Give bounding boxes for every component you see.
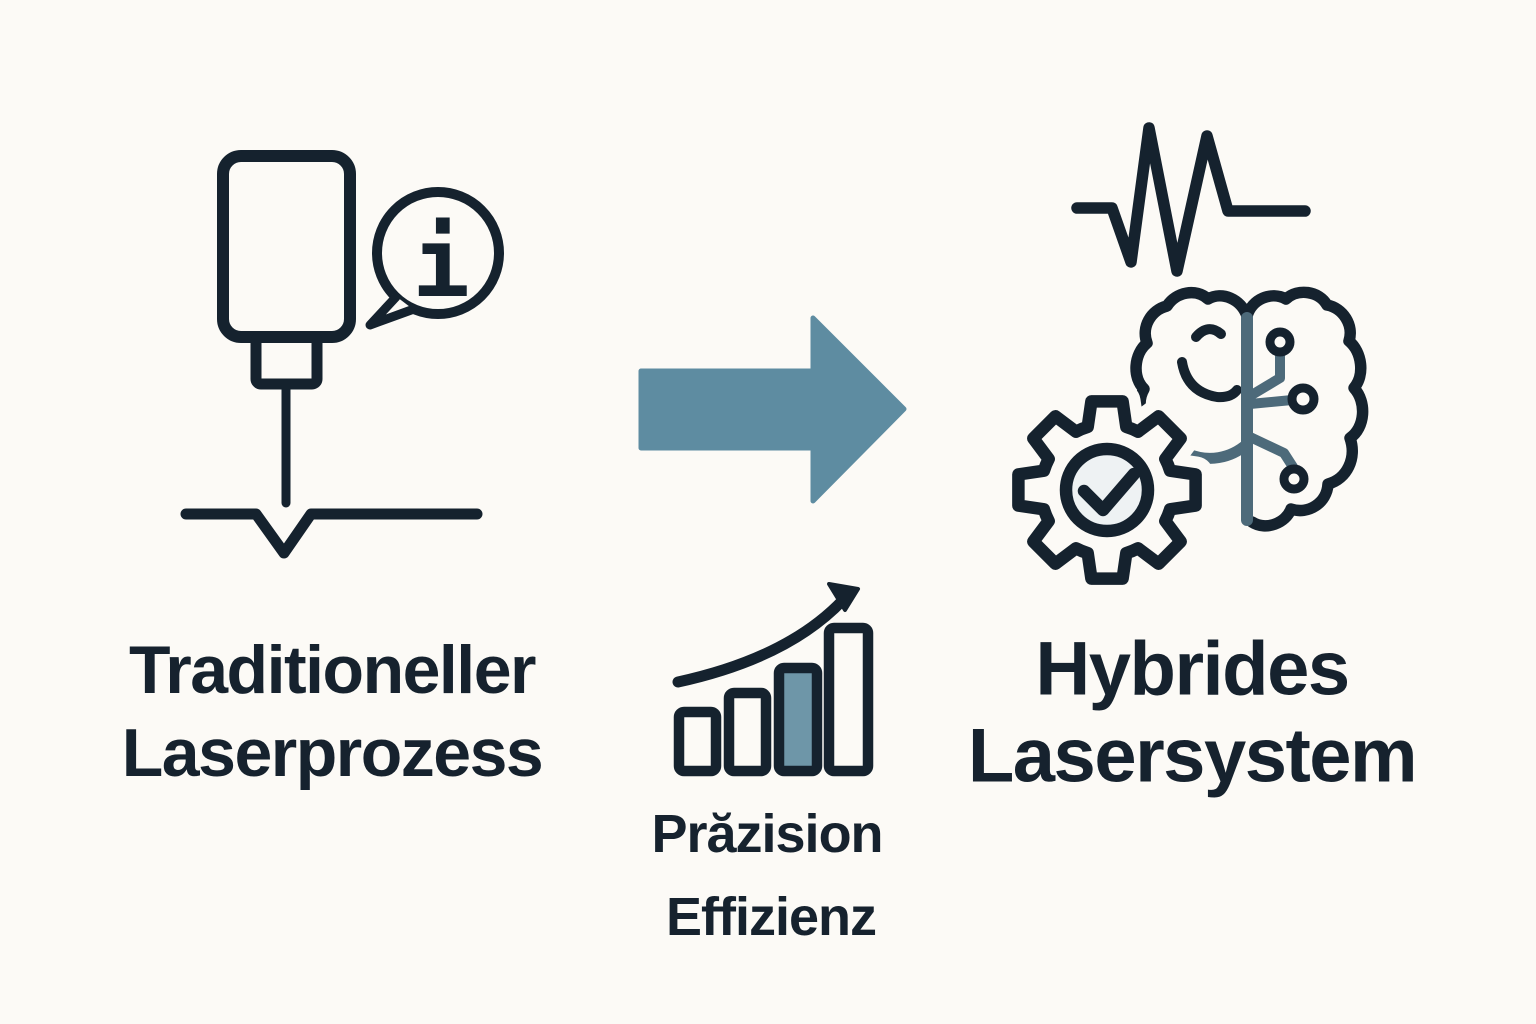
- circuit-branch-3: [1243, 431, 1298, 472]
- bubble-tail-outline: [365, 292, 419, 330]
- circuit-branch-left-arm: [1182, 438, 1253, 464]
- circuit-branch-2: [1245, 395, 1297, 409]
- gear-check-icon: [1000, 383, 1214, 597]
- bar-4: [823, 622, 874, 777]
- circuit-node-1: [1265, 327, 1295, 357]
- info-speech-bubble-icon: i: [365, 187, 504, 330]
- checkmark: [1077, 467, 1141, 517]
- circuit-branch-1: [1245, 348, 1285, 401]
- brain-fold-wink: [1191, 324, 1226, 342]
- bubble-outline: [372, 187, 504, 319]
- circuit-node-3: [1279, 464, 1309, 494]
- laser-nozzle: [250, 331, 323, 390]
- growth-curve: [672, 594, 849, 688]
- right-arrow: [638, 315, 907, 504]
- middle-caption-praezision: Prăzision: [651, 804, 883, 864]
- middle-caption-effizienz: Effizienz: [665, 887, 877, 947]
- brain-fold-smile: [1177, 357, 1242, 403]
- circuit-node-2: [1287, 383, 1319, 415]
- bar-3: [773, 662, 823, 777]
- left-title-line1: Traditioneller: [128, 632, 537, 709]
- pulse-waveform-icon: [1071, 122, 1311, 277]
- info-glyph: i: [412, 207, 470, 319]
- laser-body: [217, 150, 356, 343]
- gear-inner-ring: [1059, 442, 1155, 538]
- brain-right-lobe-outline: [1241, 286, 1369, 532]
- bar-1: [673, 706, 722, 777]
- left-title-line2: Laserprozess: [121, 715, 544, 791]
- left-title: Traditioneller Laserprozess: [121, 629, 544, 795]
- bar-2: [723, 687, 772, 777]
- right-title-line2: Lasersystem: [967, 714, 1418, 799]
- right-title-line1: Hybrides: [1035, 626, 1350, 712]
- laser-workpiece-surface: [180, 508, 483, 559]
- laser-cutting-head-icon: [180, 150, 483, 559]
- growth-bar-chart-icon: [672, 582, 874, 777]
- growth-arrowhead: [827, 582, 860, 612]
- right-title: Hybrides Lasersystem: [967, 626, 1418, 801]
